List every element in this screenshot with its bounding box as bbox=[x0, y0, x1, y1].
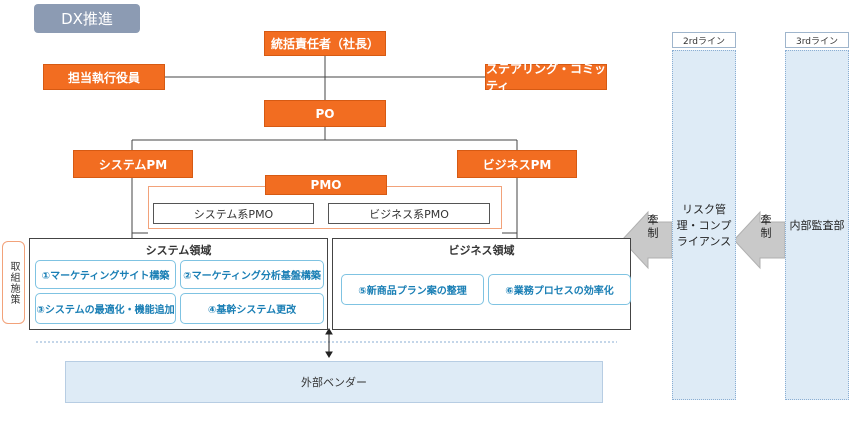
initiative-item: ④基幹システム更改 bbox=[180, 293, 324, 324]
check-label-second: 牽制 bbox=[646, 214, 659, 240]
ceo-box: 統括責任者（社長） bbox=[264, 31, 386, 56]
arrow-second-line bbox=[621, 210, 673, 270]
system-pm-box: システムPM bbox=[73, 150, 193, 178]
third-line-column: 内部監査部 bbox=[785, 50, 849, 400]
business-pm-box: ビジネスPM bbox=[457, 150, 577, 178]
pmo-box: PMO bbox=[265, 175, 387, 195]
system-domain: システム領域 ①マーケティングサイト構築 ②マーケティング分析基盤構築 ③システ… bbox=[29, 238, 328, 330]
po-box: PO bbox=[264, 100, 386, 127]
initiative-item: ⑤新商品プラン案の整理 bbox=[341, 274, 484, 305]
second-line-column: リスク管理・コンプライアンス bbox=[672, 50, 736, 400]
vendor-arrow bbox=[325, 328, 333, 358]
steering-box: ステアリング・コミッティ bbox=[485, 62, 607, 93]
initiative-item: ①マーケティングサイト構築 bbox=[35, 260, 176, 289]
system-domain-title: システム領域 bbox=[145, 244, 212, 257]
second-line-header: 2rdライン bbox=[672, 32, 736, 48]
system-pmo-box: システム系PMO bbox=[153, 203, 314, 224]
third-line-header: 3rdライン bbox=[785, 32, 849, 48]
external-vendor-box: 外部ベンダー bbox=[65, 361, 603, 403]
initiative-item: ②マーケティング分析基盤構築 bbox=[180, 260, 324, 289]
dx-tag: DX推進 bbox=[34, 4, 140, 33]
arrow-third-line bbox=[733, 210, 786, 270]
initiatives-side-label: 取組施策 bbox=[2, 241, 25, 324]
initiative-item: ③システムの最適化・機能追加 bbox=[35, 293, 176, 324]
initiative-item: ⑥業務プロセスの効率化 bbox=[488, 274, 631, 305]
business-domain-title: ビジネス領域 bbox=[448, 244, 515, 257]
business-domain: ビジネス領域 ⑤新商品プラン案の整理 ⑥業務プロセスの効率化 bbox=[332, 238, 631, 330]
executive-box: 担当執行役員 bbox=[43, 64, 165, 90]
check-label-third: 牽制 bbox=[759, 214, 772, 240]
business-pmo-box: ビジネス系PMO bbox=[328, 203, 490, 224]
